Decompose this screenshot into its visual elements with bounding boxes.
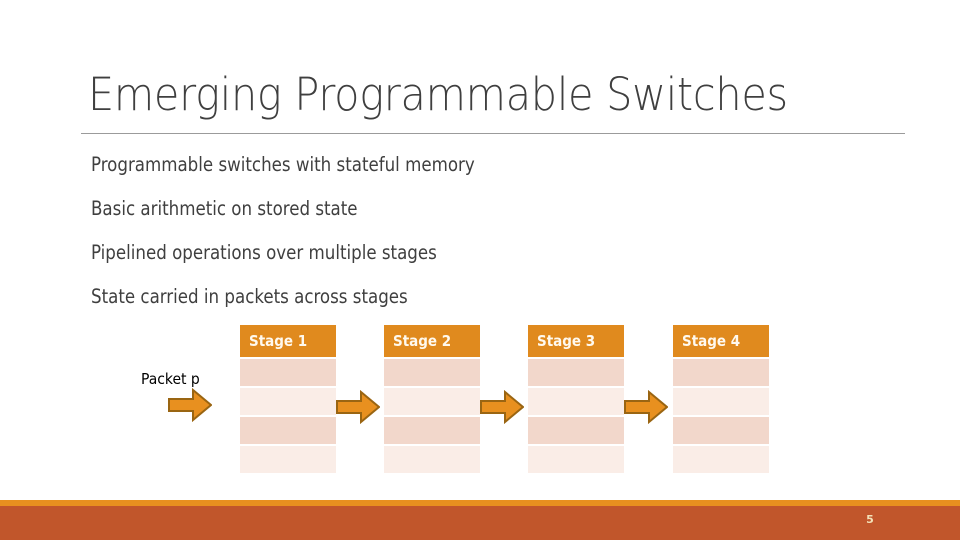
stage-block-1: Stage 1	[240, 325, 336, 475]
title-divider	[81, 133, 905, 134]
stage-row	[240, 446, 336, 473]
stage-rows	[528, 359, 624, 473]
stage-rows	[240, 359, 336, 473]
stage-row	[240, 388, 336, 415]
stage-row	[528, 388, 624, 415]
stage-row	[240, 359, 336, 386]
stage-row	[673, 388, 769, 415]
stage-block-4: Stage 4	[673, 325, 769, 475]
footer-bar	[0, 506, 960, 540]
bullet-item: Pipelined operations over multiple stage…	[91, 241, 437, 264]
arrow-right-icon	[624, 390, 668, 424]
page-number: 5	[866, 513, 874, 526]
stage-row	[384, 388, 480, 415]
bullet-item: State carried in packets across stages	[91, 285, 408, 308]
stage-row	[384, 446, 480, 473]
stage-rows	[384, 359, 480, 473]
arrow-right-icon	[168, 388, 212, 422]
stage-header-label: Stage 3	[528, 325, 624, 357]
stage-row	[384, 417, 480, 444]
page-title: Emerging Programmable Switches	[88, 68, 788, 121]
stage-row	[528, 446, 624, 473]
stage-block-2: Stage 2	[384, 325, 480, 475]
stage-row	[673, 359, 769, 386]
stage-row	[240, 417, 336, 444]
stage-block-3: Stage 3	[528, 325, 624, 475]
packet-label: Packet p	[141, 370, 200, 388]
stage-header-label: Stage 1	[240, 325, 336, 357]
stage-header-label: Stage 4	[673, 325, 769, 357]
stage-row	[673, 446, 769, 473]
bullet-item: Programmable switches with stateful memo…	[91, 153, 475, 176]
stage-row	[673, 417, 769, 444]
bullet-list: Programmable switches with stateful memo…	[91, 150, 791, 326]
footer-accent-stripe	[0, 500, 960, 506]
stage-header-label: Stage 2	[384, 325, 480, 357]
bullet-item: Basic arithmetic on stored state	[91, 197, 358, 220]
stage-rows	[673, 359, 769, 473]
arrow-right-icon	[336, 390, 380, 424]
stage-row	[384, 359, 480, 386]
stage-row	[528, 417, 624, 444]
arrow-right-icon	[480, 390, 524, 424]
stage-row	[528, 359, 624, 386]
